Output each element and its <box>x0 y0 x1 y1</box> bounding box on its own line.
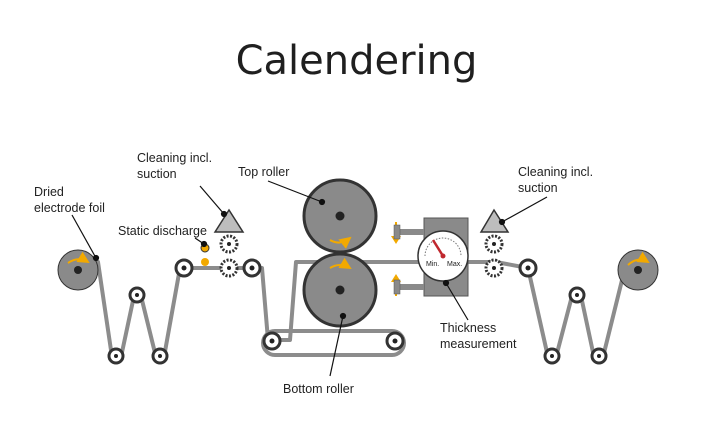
unwind-reel <box>57 249 99 291</box>
top-roller <box>302 178 378 254</box>
label-top-roller: Top roller <box>238 165 289 179</box>
guide-roller-hubs <box>114 265 601 358</box>
bottom-roller <box>302 252 378 328</box>
label-dried-foil-line1: Dried <box>34 185 64 199</box>
bottom-belt-loop <box>261 329 406 357</box>
label-static-discharge: Static discharge <box>118 224 207 238</box>
cleaning-unit-left <box>213 208 245 278</box>
gauge-max-label: Max. <box>447 261 462 268</box>
cleaning-unit-right <box>479 208 510 278</box>
label-bottom-roller: Bottom roller <box>283 382 354 396</box>
static-discharge-unit <box>200 243 210 266</box>
label-cleaning-left-line2: suction <box>137 167 177 181</box>
rewind-reel <box>617 249 659 291</box>
thickness-dial: Min. Max. <box>417 230 469 282</box>
label-cleaning-right-line2: suction <box>518 181 558 195</box>
label-thickness-line2: measurement <box>440 337 517 351</box>
label-cleaning-right-line1: Cleaning incl. <box>518 165 593 179</box>
diagram-title: Calendering <box>235 38 478 84</box>
label-dried-foil-line2: electrode foil <box>34 201 105 215</box>
label-thickness-line1: Thickness <box>440 321 496 335</box>
leader-lines <box>71 180 548 377</box>
label-cleaning-left-line1: Cleaning incl. <box>137 151 212 165</box>
gauge-min-label: Min. <box>426 261 439 268</box>
